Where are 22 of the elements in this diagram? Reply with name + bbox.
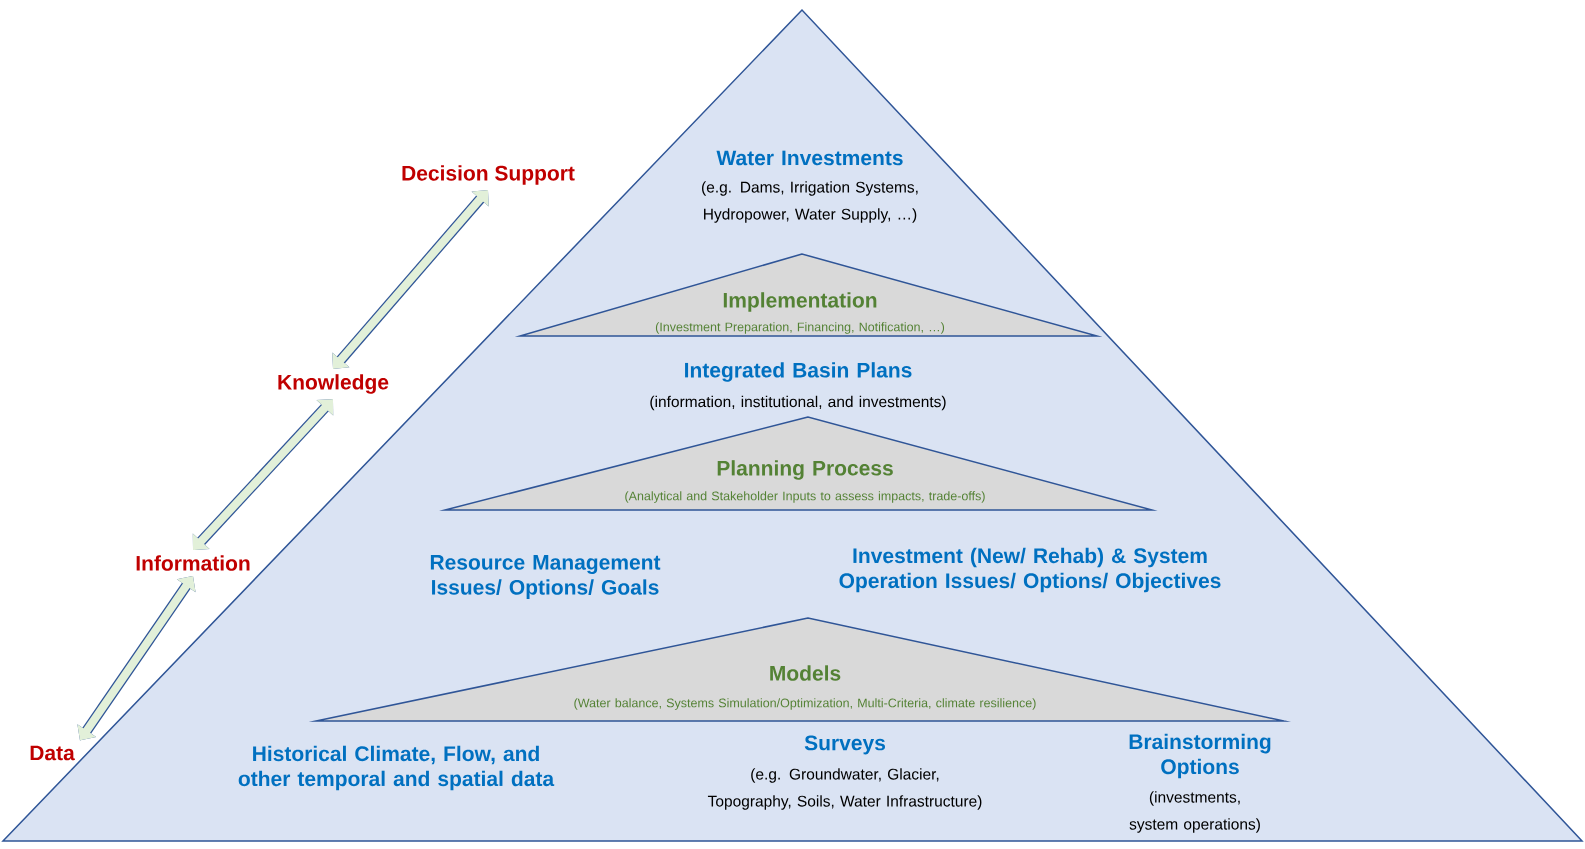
heading: Resource Management Issues/ Options/ Goals <box>430 555 661 599</box>
description: (investments, system operations) <box>1129 791 1260 833</box>
level-label: Data <box>30 745 75 761</box>
heading: Models <box>770 665 841 681</box>
heading: Surveys <box>804 735 885 755</box>
level-label: Information <box>136 555 250 571</box>
heading: Integrated Basin Plans <box>685 362 912 382</box>
heading: Brainstorming Options <box>1129 733 1271 779</box>
level-label: Knowledge <box>278 374 389 394</box>
description: (e.g. Dams, Irrigation Systems, Hydropower, Water Supply, …) <box>702 181 918 223</box>
description: (information, institutional, and investments) <box>650 395 946 411</box>
description: (Analytical and Stakeholder Inputs to assess impacts, trade-offs) <box>625 491 985 503</box>
description: (Water balance, Systems Simulation/Optimization, Multi-Criteria, climate resilience) <box>574 698 1036 710</box>
heading: Investment (New/ Rehab) & System Operation Issues/ Options/ Objectives <box>839 547 1221 593</box>
heading: Water Investments <box>716 150 903 166</box>
double-arrow <box>332 190 489 369</box>
heading: Implementation <box>723 292 877 312</box>
heading: Historical Climate, Flow, and other temporal and spatial data <box>238 745 555 791</box>
description: (e.g. Groundwater, Glacier, Topography, Soils, Water Infrastructure) <box>707 768 982 810</box>
description: (Investment Preparation, Financing, Notification, …) <box>655 322 945 334</box>
heading: Planning Process <box>717 460 893 480</box>
level-label: Decision Support <box>402 165 575 185</box>
